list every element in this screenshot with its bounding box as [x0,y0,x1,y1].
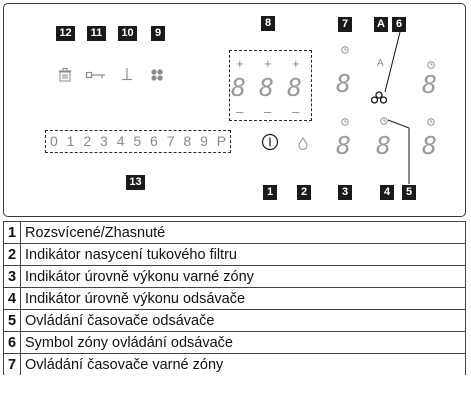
plus-sign: + [292,56,300,71]
legend-text: Rozsvícené/Zhasnuté [20,221,466,244]
segment-display: 8 [231,73,247,102]
auto-label: A [377,58,384,69]
callout-3: 3 [338,185,352,200]
timer-icon [341,46,349,54]
table-row: 6 Symbol zóny ovládání odsávače [3,331,466,354]
timer-display: 8 [422,70,438,99]
timer-icon [341,118,349,126]
legend-text: Ovládání časovače odsávače [20,309,466,332]
callout-5: 5 [402,185,416,200]
minus-sign: – [236,104,244,119]
legend-number: 4 [3,287,21,310]
legend-number: 5 [3,309,21,332]
segment-display: 8 [259,73,275,102]
plus-sign: + [264,56,272,71]
callout-2: 2 [297,185,311,200]
drop-icon [298,137,308,150]
table-row: 4 Indikátor úrovně výkonu odsávače [3,287,466,310]
cooking-zone-display: 8 [336,69,352,98]
key-icon [85,71,105,79]
leader-lines [384,31,410,184]
minus-sign: – [292,104,300,119]
callout-13: 13 [126,175,145,190]
legend-number: 1 [3,221,21,244]
legend-text: Ovládání časovače varné zóny [20,353,466,375]
timer-icon [380,117,388,125]
power-icon [261,133,279,151]
lock-icon [122,68,132,81]
legend-text: Indikátor úrovně výkonu odsávače [20,287,466,310]
timer-icon [427,118,435,126]
legend-text: Indikátor nasycení tukového filtru [20,243,466,266]
table-row: 3 Indikátor úrovně výkonu varné zóny [3,265,466,288]
legend-number: 7 [3,353,21,375]
table-row: 5 Ovládání časovače odsávače [3,309,466,332]
callout-9: 9 [151,26,165,41]
hood-timer-display: 8 [422,131,438,160]
control-panel-diagram [3,3,466,217]
table-row: 2 Indikátor nasycení tukového filtru [3,243,466,266]
scale-box [45,130,231,153]
callout-10: 10 [118,26,137,41]
minus-sign: – [264,104,272,119]
hood-level: 8 [376,131,392,160]
legend-text: Symbol zóny ovládání odsávače [20,331,466,354]
legend-number: 6 [3,331,21,354]
flower-icon [151,69,163,81]
legend-number: 2 [3,243,21,266]
power-level-scale: 0 1 2 3 4 5 6 7 8 9 P [50,133,229,149]
table-row: 7 Ovládání časovače varné zóny [3,353,466,375]
timer-icon [427,61,435,69]
display-box [229,50,312,121]
legend-number: 3 [3,265,21,288]
plus-sign: + [236,56,244,71]
legend-text: Indikátor úrovně výkonu varné zóny [20,265,466,288]
callout-12: 12 [56,26,75,41]
callout-11: 11 [87,26,106,41]
trash-icon [58,68,72,82]
cooking-zone-level: 8 [336,131,352,160]
callout-4: 4 [380,185,394,200]
callout-8: 8 [261,16,275,31]
fan-icon [370,91,388,104]
segment-display: 8 [287,73,303,102]
callout-7: 7 [338,17,352,32]
callout-1: 1 [263,185,277,200]
callout-a: A [374,17,388,32]
table-row: 1 Rozsvícené/Zhasnuté [3,221,466,244]
callout-6: 6 [392,17,406,32]
legend-table: 1 Rozsvícené/Zhasnuté 2 Indikátor nasyce… [3,221,466,375]
